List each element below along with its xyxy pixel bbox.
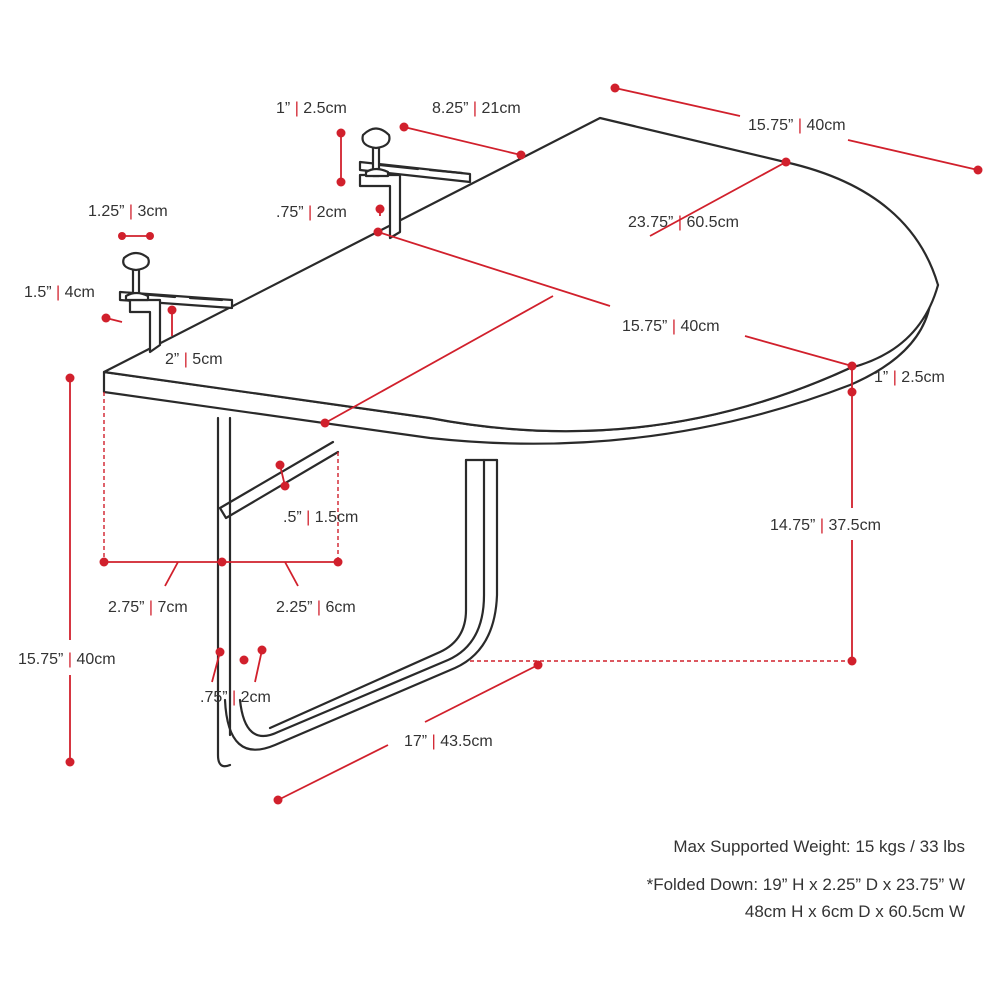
table-drawing — [102, 116, 940, 768]
dim-dot — [101, 313, 111, 323]
left-knob-base — [124, 291, 150, 302]
dim-dot — [375, 204, 385, 214]
dim-dot — [336, 177, 346, 187]
dim-dot — [118, 232, 126, 240]
label-leg-height: 14.75” | 37.5cm — [770, 517, 881, 534]
label-screw-length: 1.5” | 4cm — [24, 284, 95, 301]
dim-dot — [399, 122, 409, 132]
right-knob — [361, 127, 391, 150]
label-top-depth: 15.75” | 40cm — [622, 318, 720, 335]
label-left-offset: 2.75” | 7cm — [108, 599, 188, 616]
table-top — [102, 116, 940, 433]
dim-dot — [99, 557, 109, 567]
dim-line-top-depth-b — [744, 335, 853, 367]
dim-dot — [217, 557, 227, 567]
dim-dot — [781, 157, 791, 167]
u-frame-inner — [238, 458, 486, 738]
label-top-thickness: 1” | 2.5cm — [874, 369, 945, 386]
u-frame-outer — [223, 458, 499, 751]
dim-line-diagonal-a — [324, 295, 554, 424]
dim-line-top-depth — [377, 231, 611, 307]
dim-line-base-depth-b — [424, 664, 539, 723]
dim-dot — [516, 150, 526, 160]
dim-dot — [65, 373, 75, 383]
dim-line-base-depth-a — [277, 744, 389, 801]
right-bracket-slots — [378, 163, 464, 175]
dim-dot — [610, 83, 620, 93]
label-brace-thickness: .5” | 1.5cm — [283, 509, 358, 526]
label-knob-width: 1.25” | 3cm — [88, 203, 168, 220]
dim-dot — [239, 655, 249, 665]
label-base-depth: 17” | 43.5cm — [404, 733, 493, 750]
dim-leader-right — [284, 561, 299, 587]
dim-dot — [275, 460, 285, 470]
label-tube-width: .75” | 2cm — [200, 689, 271, 706]
label-diagonal-width: 23.75” | 60.5cm — [628, 214, 739, 231]
dimension-lines — [65, 83, 983, 805]
dim-line-bracket — [403, 126, 522, 156]
label-top-depth-back: 15.75” | 40cm — [748, 117, 846, 134]
brace-bar — [218, 440, 340, 520]
dim-line-diagonal-b — [649, 161, 787, 237]
dimension-labels: 1” | 2.5cm 8.25” | 21cm 15.75” | 40cm 1.… — [18, 100, 945, 750]
dim-dot — [273, 795, 283, 805]
dim-line-top-depth-back-b — [847, 139, 979, 171]
left-knob — [122, 251, 150, 272]
folded-imperial-note: *Folded Down: 19” H x 2.25” D x 23.75” W — [646, 875, 965, 894]
dim-leader-tube-a — [211, 651, 221, 683]
label-bracket-drop: .75” | 2cm — [276, 204, 347, 221]
right-knob-base — [364, 167, 390, 178]
dim-dot — [280, 481, 290, 491]
label-right-offset: 2.25” | 6cm — [276, 599, 356, 616]
dim-dot — [333, 557, 343, 567]
dim-dot — [336, 128, 346, 138]
front-left-tube — [216, 416, 232, 768]
dim-dot — [65, 757, 75, 767]
dim-leader-tube-b — [254, 649, 263, 683]
label-clamp-gap: 2” | 5cm — [165, 351, 223, 368]
dim-line-top-depth-back-a — [614, 87, 741, 117]
u-frame-inner-left — [268, 458, 468, 730]
dim-dot — [320, 418, 330, 428]
left-clamp — [128, 298, 162, 354]
label-clamp-height: 1” | 2.5cm — [276, 100, 347, 117]
dim-dot — [167, 305, 177, 315]
label-bracket-length: 8.25” | 21cm — [432, 100, 521, 117]
folded-metric-note: 48cm H x 6cm D x 60.5cm W — [744, 902, 965, 921]
label-total-height: 15.75” | 40cm — [18, 651, 116, 668]
dim-leader-left — [164, 561, 179, 587]
dim-dot — [373, 227, 383, 237]
max-weight-note: Max Supported Weight: 15 kgs / 33 lbs — [673, 837, 965, 856]
dim-dot — [973, 165, 983, 175]
dim-dot — [146, 232, 154, 240]
right-clamp — [358, 173, 402, 240]
